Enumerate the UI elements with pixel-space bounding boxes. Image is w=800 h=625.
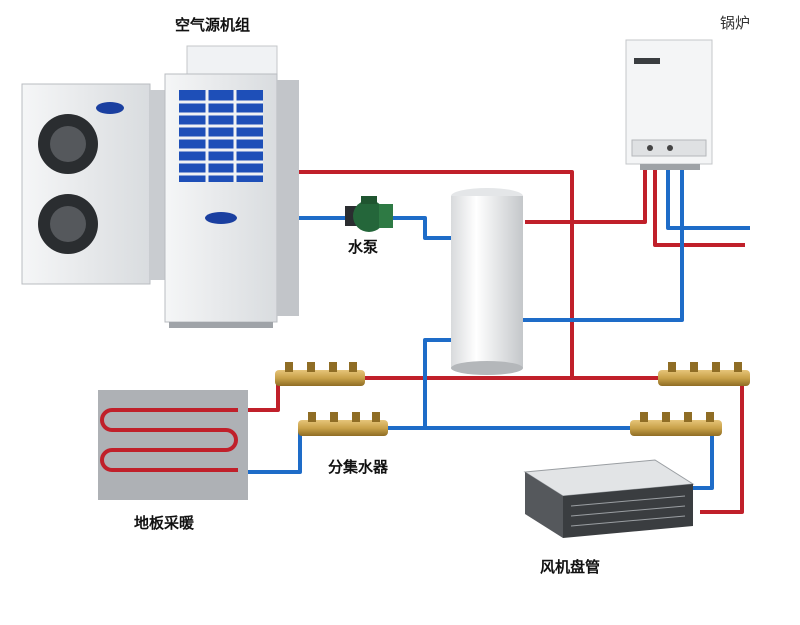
manifold-right-supply [658, 362, 750, 386]
manifold-right-return [630, 412, 722, 436]
small-outdoor-unit [21, 83, 168, 285]
water-pump [345, 196, 393, 232]
wall-boiler [625, 39, 713, 170]
cold-pipe-pump-to-tank [392, 216, 452, 240]
hot-pipe-boiler-2 [653, 168, 745, 247]
label-manifold: 分集水器 [328, 458, 389, 476]
label-water-pump: 水泵 [348, 238, 379, 256]
label-fan-coil: 风机盘管 [540, 558, 601, 576]
storage-tank [451, 188, 523, 375]
label-boiler: 锅炉 [720, 14, 751, 32]
hot-pipe-unit-to-tank [292, 170, 574, 378]
hot-pipe-fancoil-supply [700, 378, 744, 514]
hot-pipes [238, 168, 745, 514]
floor-heating-coil [100, 408, 238, 472]
manifold-left-supply [275, 362, 365, 386]
fan-coil-unit [523, 459, 695, 538]
cold-pipe-floor-return [238, 428, 302, 474]
cold-pipes [238, 168, 750, 490]
label-air-source-unit: 空气源机组 [175, 16, 251, 34]
manifold-left-return [298, 412, 388, 436]
large-outdoor-unit [164, 45, 299, 328]
cold-pipe-boiler-1 [666, 168, 750, 230]
cold-pipe-fancoil-return [690, 428, 714, 490]
hot-pipe-floor-supply [238, 378, 280, 412]
cold-pipe-boiler-2 [522, 168, 684, 322]
floor-heating-panel [98, 390, 248, 500]
hot-pipe-boiler-1 [525, 168, 647, 224]
label-floor-heating: 地板采暖 [134, 514, 195, 532]
cold-pipe-tank-return [423, 338, 452, 428]
